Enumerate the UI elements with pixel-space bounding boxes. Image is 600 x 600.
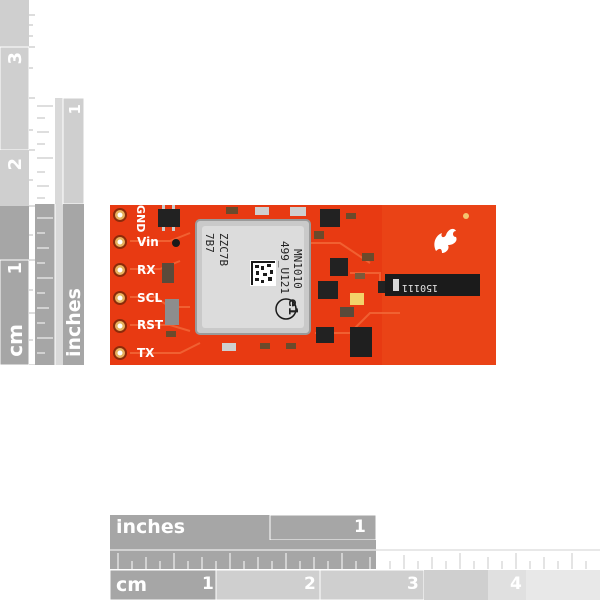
circuit-board: MN1010 499_U121 ZZC7B 7B7 e1 150111 [110,203,496,367]
gps-module [195,219,311,335]
bottom-cm-number-2: 2 [304,574,316,594]
module-text-line-2: 499_U121 [278,241,291,294]
module-text-line-3: ZZC7B [217,233,230,267]
bottom-inches-number-1: 1 [354,517,366,537]
left-inches-number-1: 1 [66,104,84,115]
bottom-inches-unit-label: inches [116,516,186,538]
sparkfun-logo [434,228,457,253]
left-inches-unit-label: inches [63,288,85,358]
left-inches-ruler: inches 1 [35,98,85,365]
left-cm-number-1: 1 [5,262,26,275]
bottom-cm-number-3: 3 [407,574,419,594]
antenna-label: 150111 [402,282,439,293]
left-cm-number-2: 2 [5,158,26,171]
left-cm-number-3: 3 [5,52,26,65]
bottom-cm-ruler: cm 1 2 3 4 [110,570,600,600]
pin-label-rx: RX [137,263,156,277]
left-cm-unit-label: cm [3,324,27,357]
module-text-line-1: MN1010 [291,249,304,289]
pin-label-gnd: GND [134,205,147,233]
pin-pads [113,208,127,360]
pin-label-scl: SCL [137,291,163,305]
bottom-cm-number-4: 4 [510,574,522,594]
pin-label-tx: TX [137,346,155,360]
pin-label-rst: RST [137,318,164,332]
bottom-cm-number-1: 1 [202,574,214,594]
bottom-inches-ruler: inches 1 [110,515,600,569]
left-cm-ruler: cm 1 2 3 [0,0,29,365]
module-mark: e1 [286,298,300,316]
module-text-line-4: 7B7 [203,233,216,253]
bottom-cm-unit-label: cm [116,574,148,596]
pin-label-vin: Vin [137,235,159,249]
left-cm-ticks [29,0,35,366]
